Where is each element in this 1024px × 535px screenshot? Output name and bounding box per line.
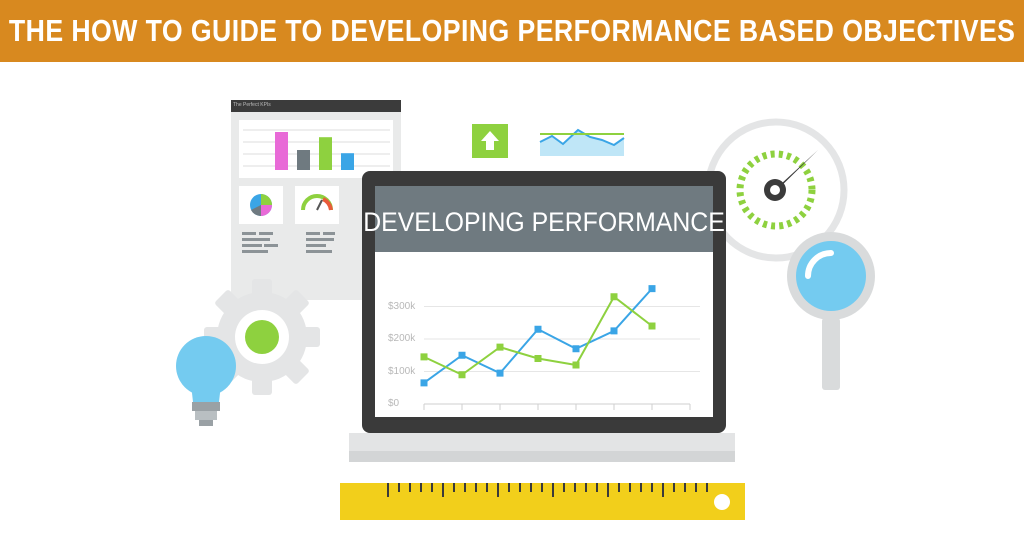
data-point [610, 293, 618, 301]
sparkline-graphic [539, 128, 625, 156]
data-point [496, 369, 504, 377]
y-tick-label: $300k [388, 300, 416, 312]
data-point [534, 325, 542, 333]
data-point [534, 355, 542, 362]
y-tick-label: $0 [388, 398, 400, 409]
y-tick-label: $100k [388, 365, 416, 377]
mini-gauge-icon [301, 194, 333, 211]
data-point [458, 371, 466, 379]
data-point [648, 285, 656, 293]
data-point [572, 361, 580, 369]
chart-gridlines [423, 306, 700, 410]
y-tick-label: $200k [388, 333, 416, 344]
data-point [458, 351, 466, 359]
data-point [420, 379, 428, 387]
data-point [648, 322, 656, 330]
screen-title: DEVELOPING PERFORMANCE [363, 206, 725, 237]
dashboard-bar [341, 153, 354, 170]
dashboard-text-lines [242, 232, 335, 253]
data-point [420, 353, 428, 361]
laptop [349, 171, 735, 462]
data-point [496, 343, 504, 351]
dashboard-bar [319, 137, 332, 170]
magnifier-icon [787, 232, 875, 390]
dashboard-bars [275, 132, 354, 170]
pie-icon [250, 194, 272, 217]
lightbulb-icon [176, 336, 236, 426]
ruler-graphic [340, 483, 745, 520]
gear-icon [204, 279, 320, 395]
dashboard-caption: The Perfect KPIs [233, 102, 271, 108]
dashboard-bar [275, 132, 288, 170]
data-point [610, 327, 618, 335]
up-arrow-icon [472, 124, 508, 158]
title-banner: THE HOW TO GUIDE TO DEVELOPING PERFORMAN… [0, 0, 1024, 62]
banner-title: THE HOW TO GUIDE TO DEVELOPING PERFORMAN… [8, 13, 1016, 48]
data-point [572, 345, 580, 353]
dashboard-bar [297, 150, 310, 170]
chart-series [420, 285, 656, 387]
